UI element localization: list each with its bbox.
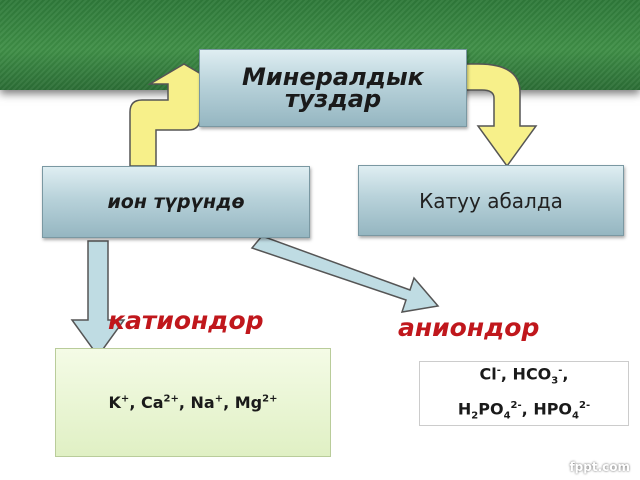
title-line1: Минералдык — [242, 63, 424, 91]
anions-box: Cl-, HCO3-, H2PO42-, HPO42- — [419, 361, 629, 426]
title-text: Минералдык туздар — [242, 63, 424, 113]
arrow-title-to-solid — [464, 63, 538, 168]
title-line2: туздар — [284, 85, 382, 113]
arrow-ion-to-cations — [70, 240, 126, 358]
anions-label: аниондор — [398, 313, 540, 342]
cations-label: катиондор — [108, 306, 264, 335]
solid-state-box: Катуу абалда — [358, 165, 624, 236]
header-banner — [0, 0, 640, 90]
ion-form-box: ион түрүндө — [42, 166, 310, 238]
watermark: fppt.com — [569, 460, 630, 474]
ion-form-label: ион түрүндө — [107, 191, 245, 213]
cations-box: K+, Ca2+, Na+, Mg2+ — [55, 348, 331, 457]
title-box: Минералдык туздар — [199, 49, 467, 127]
anion-formula-line1: Cl-, HCO3-, — [479, 364, 569, 387]
cation-formula: K+, Ca2+, Na+, Mg2+ — [108, 393, 278, 412]
anion-formula-line2: H2PO42-, HPO42- — [457, 398, 591, 422]
arrow-ion-to-anions — [250, 235, 440, 313]
solid-state-label: Катуу абалда — [419, 188, 563, 213]
